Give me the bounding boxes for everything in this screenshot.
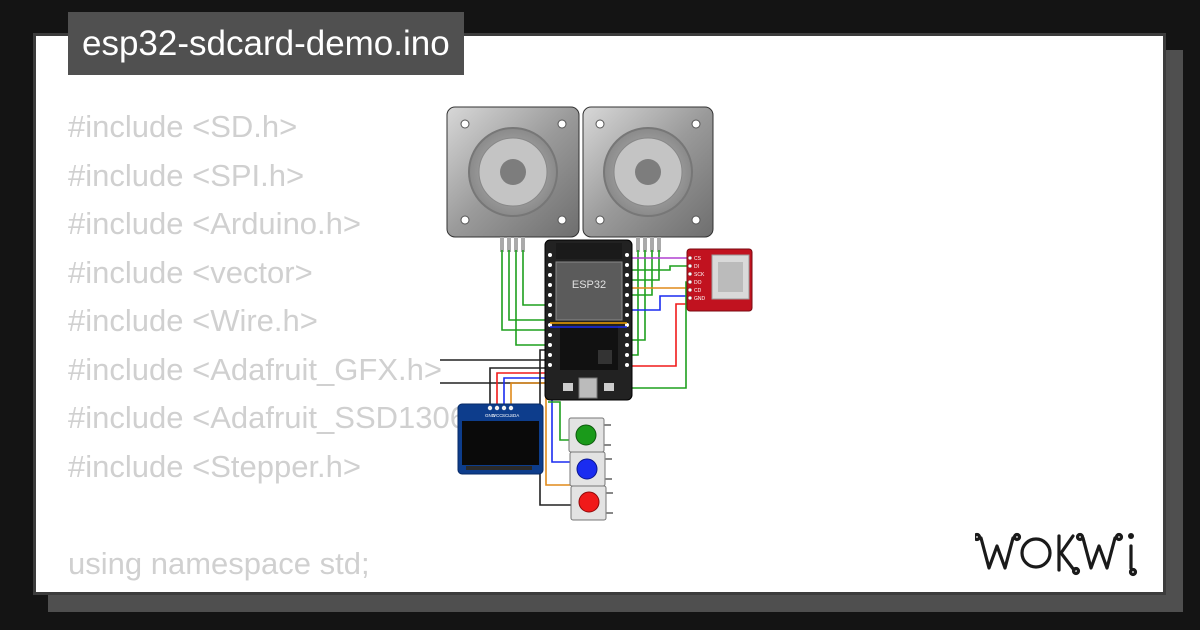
push-button-red[interactable]	[570, 485, 613, 521]
oled-pin-label: SDA	[510, 413, 519, 418]
project-title: esp32-sdcard-demo.ino	[68, 12, 464, 75]
oled-display[interactable]: GND VCC SCL SDA	[457, 403, 544, 475]
wokwi-logo	[975, 532, 1138, 577]
push-button-blue[interactable]	[569, 451, 612, 487]
code-line: #include <Wire.h>	[68, 303, 318, 338]
sd-pin-label: DO	[694, 280, 702, 286]
stepper-motor[interactable]	[446, 106, 580, 252]
code-line: #include <vector>	[68, 254, 313, 290]
oled-pin-label: VCC	[493, 413, 503, 418]
esp32-chip-label: ESP32	[572, 279, 606, 291]
code-line: #include <Adafruit_GFX.h>	[68, 351, 442, 387]
sd-pin-label: SCK	[694, 272, 705, 278]
esp32-board[interactable]: ESP32	[544, 239, 633, 401]
circuit-diagram: ESP32 CS DI SCK DO CD GND	[440, 106, 753, 521]
code-line: #include <Stepper.h>	[68, 448, 362, 484]
code-preview: #include <SD.h> #include <SPI.h> #includ…	[68, 103, 511, 588]
code-line: #include <Arduino.h>	[68, 206, 362, 241]
code-line: #include <SD.h>	[68, 109, 298, 144]
sd-pin-label: CS	[694, 256, 702, 262]
sd-pin-label: GND	[694, 296, 706, 302]
stepper-motor[interactable]	[582, 106, 714, 252]
sd-pin-label: CD	[694, 288, 702, 294]
code-line: using namespace std;	[68, 545, 370, 581]
code-line: #include <SPI.h>	[68, 157, 305, 193]
sd-pin-label: DI	[694, 264, 699, 270]
oled-pin-label: SCL	[502, 413, 511, 418]
oled-pin-label: GND	[485, 413, 496, 418]
push-button-green[interactable]	[568, 417, 611, 453]
sd-card-module[interactable]: CS DI SCK DO CD GND	[686, 248, 753, 312]
